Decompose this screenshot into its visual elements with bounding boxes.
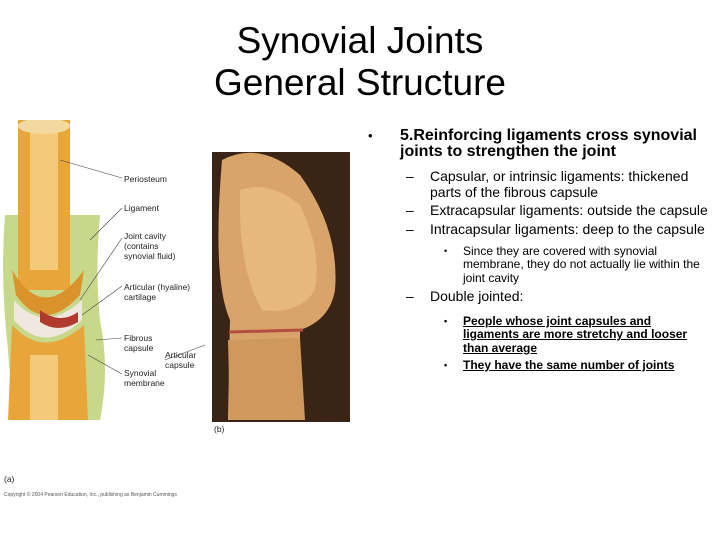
label-synovial-membrane-1: Synovial: [124, 368, 156, 378]
content-text: • 5.Reinforcing ligaments cross synovial…: [368, 128, 708, 372]
label-panel-a: (a): [4, 474, 15, 484]
panel-a-diagram: [3, 120, 123, 420]
main-bullet: • 5.Reinforcing ligaments cross synovial…: [368, 128, 708, 160]
double-jointed-term: Double jointed: [430, 288, 520, 305]
title-line-1: Synovial Joints: [236, 20, 484, 61]
double-jointed-note-text: People whose joint capsules and ligament…: [463, 313, 688, 355]
dash-mark: –: [406, 168, 414, 184]
label-periosteum: Periosteum: [124, 174, 167, 184]
sub-item-desc: : thickened parts of the fibrous capsule: [430, 168, 689, 200]
joint-anatomy-illustration: Periosteum Ligament Joint cavity (contai…: [3, 120, 350, 498]
intracapsular-note-text: Since they are covered with synovial mem…: [463, 244, 700, 285]
bullet-mark: •: [444, 359, 448, 370]
copyright-credit: Copyright © 2004 Pearson Education, Inc.…: [4, 491, 177, 498]
double-jointed-note-1: • People whose joint capsules and ligame…: [368, 313, 708, 355]
sub-item-extracapsular: – Extracapsular ligaments: outside the c…: [368, 202, 708, 219]
label-joint-cavity-1: Joint cavity: [124, 231, 167, 241]
label-fibrous-capsule-2: capsule: [124, 343, 154, 353]
dash-mark: –: [406, 220, 414, 237]
sub-item-double-jointed: – Double jointed:: [368, 288, 708, 305]
double-jointed-note-2: • They have the same number of joints: [368, 357, 708, 372]
label-panel-b: (b): [214, 424, 225, 434]
main-point-text: 5.Reinforcing ligaments cross synovial j…: [400, 127, 697, 160]
double-jointed-desc: :: [519, 288, 524, 305]
label-ligament: Ligament: [124, 203, 160, 213]
label-synovial-membrane-2: membrane: [124, 378, 165, 388]
bullet-mark: •: [444, 315, 448, 326]
label-joint-cavity-2: (contains: [124, 241, 159, 251]
label-articular-capsule-2: capsule: [165, 360, 195, 370]
sub-item-intracapsular: – Intracapsular ligaments: deep to the c…: [368, 220, 708, 238]
double-jointed-note-text: They have the same number of joints: [463, 357, 675, 372]
label-joint-cavity-3: synovial fluid): [124, 251, 176, 261]
joint-anatomy-figure: Periosteum Ligament Joint cavity (contai…: [0, 120, 360, 510]
sub-item-capsular: – Capsular, or intrinsic ligaments: thic…: [368, 168, 708, 200]
dash-mark: –: [406, 288, 414, 305]
sub-item-desc: : deep to the capsule: [574, 220, 705, 237]
sub-item-desc: : outside the capsule: [579, 202, 708, 218]
label-articular-cartilage-2: cartilage: [124, 292, 156, 302]
bullet-mark: •: [444, 246, 448, 256]
dash-mark: –: [406, 202, 414, 218]
sub-item-term: Capsular, or intrinsic ligaments: [430, 168, 621, 184]
bullet-mark: •: [368, 128, 373, 143]
label-articular-cartilage-1: Articular (hyaline): [124, 282, 190, 292]
slide-title: Synovial Joints General Structure: [150, 20, 570, 104]
sub-item-term: Intracapsular ligaments: [430, 220, 575, 237]
sub-item-term: Extracapsular ligaments: [430, 202, 580, 218]
panel-b-photo: [164, 152, 350, 422]
intracapsular-note: • Since they are covered with synovial m…: [368, 244, 708, 285]
label-fibrous-capsule-1: Fibrous: [124, 333, 152, 343]
title-line-2: General Structure: [213, 62, 507, 103]
label-articular-capsule-1: Articular: [165, 350, 196, 360]
